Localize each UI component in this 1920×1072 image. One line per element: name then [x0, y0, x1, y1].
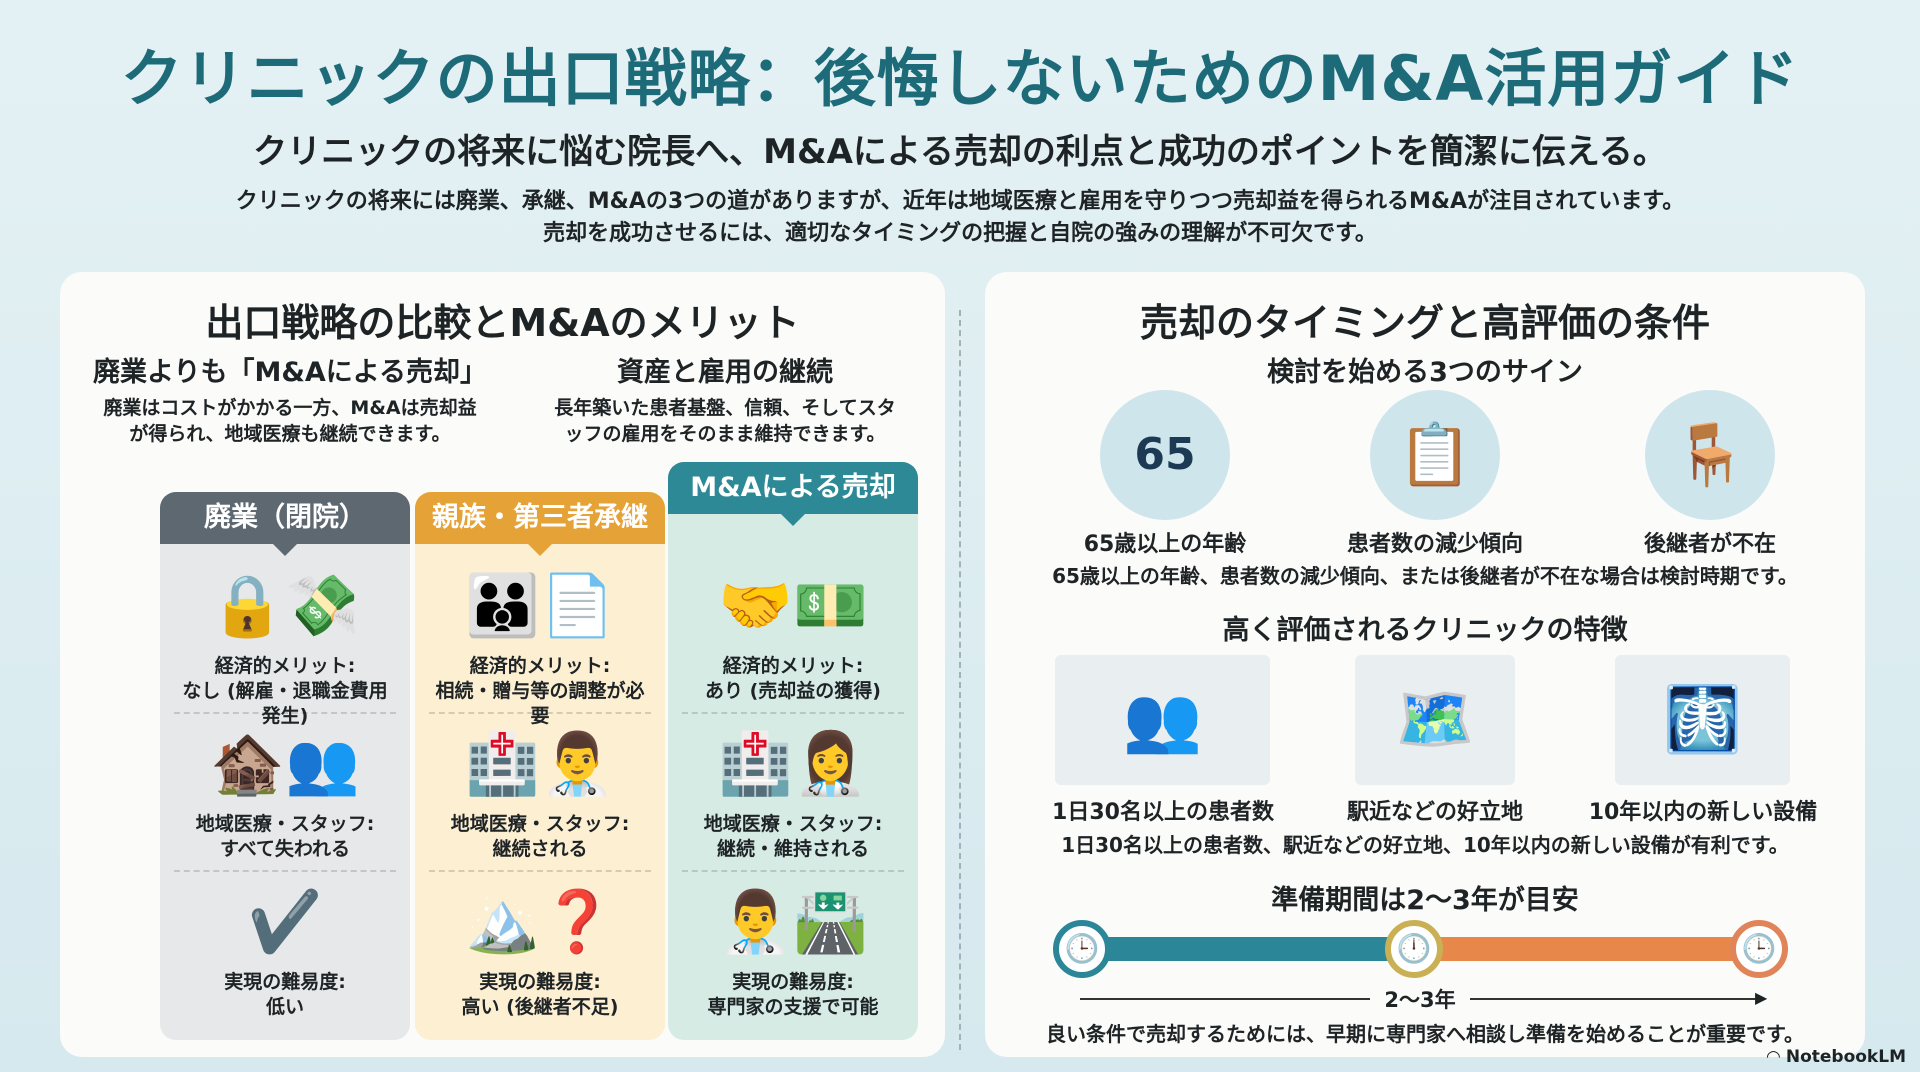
- cell-illustration-icon: 👨‍⚕️🛣️: [718, 887, 868, 957]
- strategy-column: M&Aによる売却 🤝💵 経済的メリット: あり (売却益の獲得) 🏥👩‍⚕️ 地域医療・ス…: [668, 462, 918, 1040]
- point-text: が得られ、地域医療も継続できます。: [129, 423, 451, 445]
- features-heading: 高く評価されるクリニックの特徴: [1222, 615, 1628, 646]
- cell-label: 経済的メリット:: [469, 655, 611, 677]
- signs-heading: 検討を始める3つのサイン: [1267, 357, 1583, 388]
- sign-label: 後継者が不在: [1643, 532, 1776, 557]
- clock-end-icon: 🕒: [1730, 920, 1788, 978]
- description-line: 売却を成功させるには、適切なタイミングの把握と自院の強みの理解が不可欠です。: [543, 221, 1377, 246]
- timing-panel: 売却のタイミングと高評価の条件 検討を始める3つのサイン 65 📋 🪑 65歳以…: [985, 272, 1865, 1057]
- column-cell: 👪📄 経済的メリット: 相続・贈与等の調整が必要: [429, 556, 651, 727]
- cell-illustration-icon: 🤝💵: [718, 571, 868, 641]
- cell-label: 地域医療・スタッフ:: [195, 813, 375, 835]
- sign-label: 患者数の減少傾向: [1346, 532, 1523, 557]
- feature-label: 10年以内の新しい設備: [1588, 800, 1818, 825]
- cell-label: 地域医療・スタッフ:: [450, 813, 630, 835]
- point-sale: 廃業よりも「M&Aによる売却」 廃業はコストがかかる一方、M&Aは売却益 が得ら…: [80, 350, 500, 447]
- timeline-summary: 良い条件で売却するためには、早期に専門家へ相談し準備を始めることが重要です。: [1046, 1022, 1804, 1046]
- column-cell: ✔️ 実現の難易度: 低い: [174, 872, 396, 1030]
- cell-value: あり (売却益の獲得): [705, 680, 881, 702]
- cell-illustration-icon: 🏥👨‍⚕️: [465, 729, 615, 799]
- empty-chair-icon: 🪑: [1645, 390, 1775, 520]
- cell-label: 経済的メリット:: [214, 655, 356, 677]
- map-location-illustration: 🗺️: [1355, 655, 1515, 785]
- calendar-65-icon: 65: [1100, 390, 1230, 520]
- panel-divider: [959, 310, 961, 1050]
- point-continuity: 資産と雇用の継続 長年築いた患者基盤、信頼、そしてスタ ッフの雇用をそのまま維持…: [520, 350, 930, 447]
- clock-middle-icon: 🕛: [1385, 920, 1443, 978]
- timeline-bar-early: [1085, 937, 1415, 961]
- cell-illustration-icon: 🏥👩‍⚕️: [718, 729, 868, 799]
- column-cell: 🏥👩‍⚕️ 地域医療・スタッフ: 継続・維持される: [682, 714, 904, 872]
- column-header: M&Aによる売却: [668, 462, 918, 526]
- sign-label: 65歳以上の年齢: [1083, 532, 1247, 557]
- page-description: クリニックの将来には廃業、承継、M&Aの3つの道がありますが、近年は地域医療と雇…: [0, 186, 1920, 250]
- strategy-column: 親族・第三者承継 👪📄 経済的メリット: 相続・贈与等の調整が必要🏥👨‍⚕️ 地域医療・…: [415, 492, 665, 1040]
- watermark-text: NotebookLM: [1785, 1047, 1906, 1067]
- cell-label: 経済的メリット:: [722, 655, 864, 677]
- timeline-heading: 準備期間は2〜3年が目安: [1271, 885, 1579, 916]
- feature-label: 駅近などの好立地: [1346, 800, 1523, 825]
- cell-value: 継続される: [492, 838, 588, 860]
- cell-illustration-icon: 🏚️👥: [210, 729, 360, 799]
- cell-illustration-icon: 👪📄: [465, 571, 615, 641]
- strategy-column: 廃業（閉院） 🔒💸 経済的メリット: なし (解雇・退職金費用発生)🏚️👥 地域医療・ス…: [160, 492, 410, 1040]
- timeline-span-label: 2〜3年: [1370, 984, 1470, 1014]
- feature-label: 1日30名以上の患者数: [1052, 800, 1274, 825]
- point-text: 長年築いた患者基盤、信頼、そしてスタ: [554, 397, 896, 419]
- page-subtitle: クリニックの将来に悩む院長へ、M&Aによる売却の利点と成功のポイントを簡潔に伝え…: [253, 132, 1667, 172]
- medical-equipment-illustration: 🩻: [1615, 655, 1790, 785]
- description-line: クリニックの将来には廃業、承継、M&Aの3つの道がありますが、近年は地域医療と雇…: [235, 189, 1685, 214]
- clock-start-icon: 🕒: [1053, 920, 1111, 978]
- column-header: 親族・第三者承継: [415, 492, 665, 556]
- panel-title: 売却のタイミングと高評価の条件: [1139, 301, 1710, 345]
- cell-value: 専門家の支援で可能: [707, 996, 879, 1018]
- cell-label: 実現の難易度:: [732, 971, 854, 993]
- column-header: 廃業（閉院）: [160, 492, 410, 556]
- column-cell: 🏥👨‍⚕️ 地域医療・スタッフ: 継続される: [429, 714, 651, 872]
- cell-value: 相続・贈与等の調整が必要: [435, 680, 645, 727]
- notebooklm-watermark: ◠ NotebookLM: [1766, 1047, 1906, 1067]
- page-title: クリニックの出口戦略：後悔しないためのM&A活用ガイド: [120, 42, 1800, 115]
- exit-strategy-panel: 出口戦略の比較とM&Aのメリット 廃業よりも「M&Aによる売却」 廃業はコストが…: [60, 272, 945, 1057]
- column-cell: 🤝💵 経済的メリット: あり (売却益の獲得): [682, 556, 904, 714]
- column-cell: 🔒💸 経済的メリット: なし (解雇・退職金費用発生): [174, 556, 396, 727]
- patient-decline-icon: 📋: [1370, 390, 1500, 520]
- cell-illustration-icon: ✔️: [247, 887, 323, 957]
- cell-value: 継続・維持される: [716, 838, 869, 860]
- arrow-head-icon: ▶: [1755, 988, 1768, 1007]
- point-heading: 廃業よりも「M&Aによる売却」: [93, 357, 487, 388]
- point-text: ッフの雇用をそのまま維持できます。: [564, 423, 886, 445]
- cell-value: 高い (後継者不足): [461, 996, 619, 1018]
- waiting-room-illustration: 👥: [1055, 655, 1270, 785]
- cell-label: 実現の難易度:: [224, 971, 346, 993]
- cell-illustration-icon: 🏔️❓: [465, 887, 615, 957]
- point-heading: 資産と雇用の継続: [617, 357, 833, 388]
- signs-summary: 65歳以上の年齢、患者数の減少傾向、または後継者が不在な場合は検討時期です。: [1052, 564, 1798, 588]
- cell-value: 低い: [265, 996, 304, 1018]
- point-text: 廃業はコストがかかる一方、M&Aは売却益: [103, 397, 477, 419]
- features-summary: 1日30名以上の患者数、駅近などの好立地、10年以内の新しい設備が有利です。: [1061, 833, 1789, 857]
- column-cell: 🏔️❓ 実現の難易度: 高い (後継者不足): [429, 872, 651, 1030]
- timeline-bar-late: [1415, 937, 1760, 961]
- column-cell: 👨‍⚕️🛣️ 実現の難易度: 専門家の支援で可能: [682, 872, 904, 1030]
- panel-title: 出口戦略の比較とM&Aのメリット: [205, 301, 800, 345]
- cell-label: 実現の難易度:: [479, 971, 601, 993]
- cell-label: 地域医療・スタッフ:: [703, 813, 883, 835]
- cell-value: すべて失われる: [220, 838, 350, 860]
- cell-illustration-icon: 🔒💸: [210, 571, 360, 641]
- cell-value: なし (解雇・退職金費用発生): [182, 680, 388, 727]
- column-cell: 🏚️👥 地域医療・スタッフ: すべて失われる: [174, 714, 396, 872]
